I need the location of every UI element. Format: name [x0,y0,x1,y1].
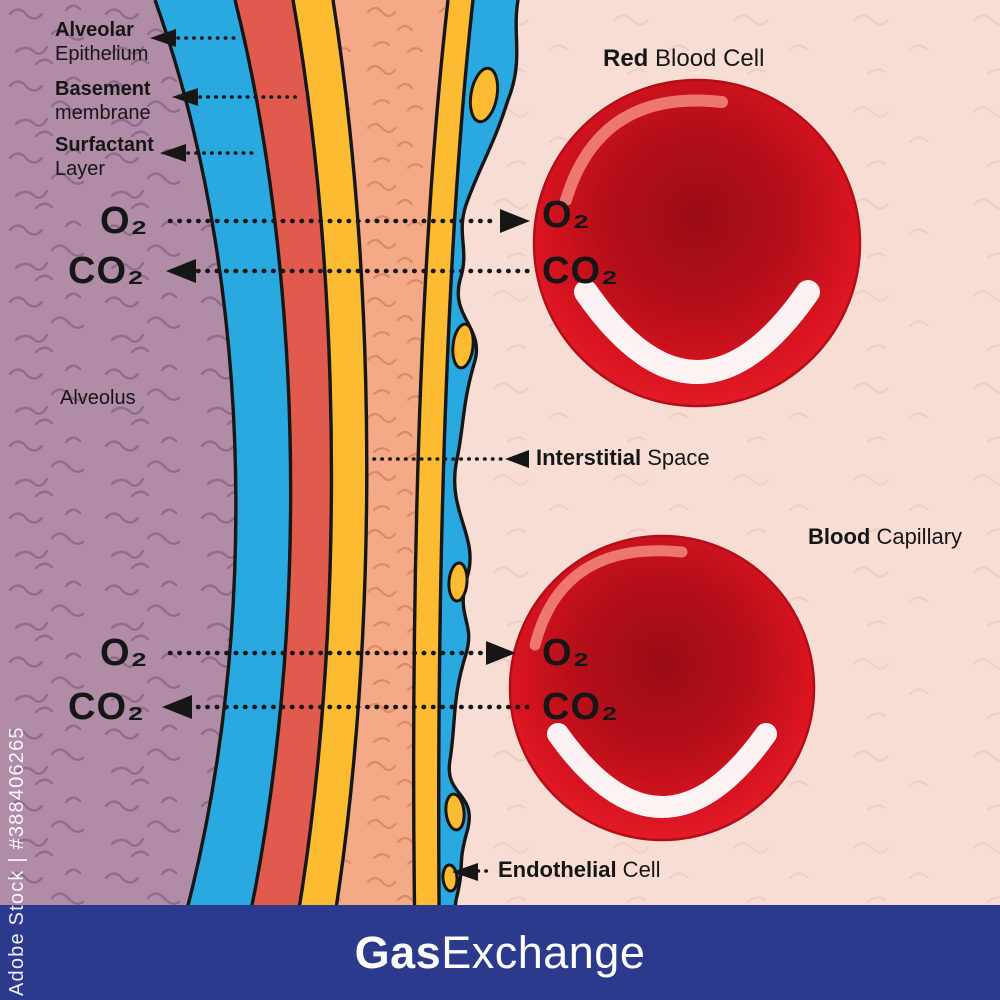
label-co2-rbc-bottom: CO₂ [542,686,619,728]
title-rest: Exchange [441,926,646,978]
co2-diffusion-arrow-bottom [162,695,531,719]
title-banner: Gas Exchange [0,905,1000,1000]
label-interstitial-space-rest: Space [641,445,710,470]
label-surfactant-layer-bold: Surfactant [55,134,154,156]
arrowhead-left-icon [150,29,176,47]
co2-diffusion-arrow-top [166,259,535,283]
arrowhead-right-icon [486,641,516,665]
label-o2-rbc-top: O₂ [542,194,591,236]
title-bold: Gas [354,926,442,978]
arrowhead-left-icon [505,450,529,468]
label-o2-alveolus-bottom: O₂ [100,632,149,674]
leader-surfactant-layer [160,144,254,162]
leader-endothelial-cell [452,863,495,881]
label-co2-rbc-top: CO₂ [542,250,619,292]
red-blood-cell-bottom-graphic [508,534,816,842]
label-red-blood-cell-bold: Red [603,45,649,72]
arrows [150,29,535,881]
red-blood-cell-top-graphic [532,78,862,408]
label-surfactant-layer-rest: Layer [55,158,106,181]
label-blood-capillary-bold: Blood [808,524,871,549]
leader-alveolar-epithelium [150,29,242,47]
endothelial-nucleus [468,66,500,124]
label-co2-alveolus-top: CO₂ [68,250,145,292]
label-co2-alveolus-bottom: CO₂ [68,686,145,728]
label-o2-alveolus-top: O₂ [100,200,149,242]
label-endothelial-cell-rest: Cell [616,857,661,882]
label-basement-membrane-bold: Basement [55,78,151,100]
arrowhead-left-icon [166,259,196,283]
alveolar-capillary-wall [0,0,520,1000]
label-blood-capillary: Blood Capillary [808,524,962,551]
label-alveolar-epithelium: Alveolar Epithelium [55,18,148,67]
endothelial-nucleus [444,792,466,832]
label-alveolus: Alveolus [60,387,136,409]
endothelial-nucleus [451,322,475,370]
leader-interstitial-space [372,450,529,468]
alveolus-texture [0,0,236,1000]
watermark-text: Adobe Stock | #388406265 [6,726,28,996]
endothelial-nucleus [441,863,459,893]
label-surfactant-layer: Surfactant Layer [55,133,154,182]
label-o2-rbc-bottom: O₂ [542,632,591,674]
o2-diffusion-arrow-bottom [167,641,516,665]
label-blood-capillary-rest: Capillary [870,524,963,549]
label-endothelial-cell-bold: Endothelial [498,857,617,882]
label-interstitial-space-bold: Interstitial [536,445,642,470]
o2-diffusion-arrow-top [167,209,530,233]
watermark: Adobe Stock | #388406265 [6,726,29,996]
leader-basement-membrane [172,88,300,106]
label-interstitial-space: Interstitial Space [536,445,710,472]
label-alveolar-epithelium-bold: Alveolar [55,19,134,41]
label-basement-membrane-rest: membrane [55,102,151,125]
label-alveolar-epithelium-rest: Epithelium [55,43,149,66]
label-red-blood-cell-rest: Blood Cell [648,45,765,72]
arrowhead-left-icon [172,88,198,106]
membrane-outlines [153,0,520,1000]
arrowhead-left-icon [162,695,192,719]
label-endothelial-cell: Endothelial Cell [498,857,661,884]
arrowhead-left-icon [452,863,478,881]
endothelial-nucleus [447,561,469,603]
arrowhead-right-icon [500,209,530,233]
label-red-blood-cell: Red Blood Cell [603,44,764,73]
arrowhead-left-icon [160,144,186,162]
label-basement-membrane: Basement membrane [55,77,151,126]
